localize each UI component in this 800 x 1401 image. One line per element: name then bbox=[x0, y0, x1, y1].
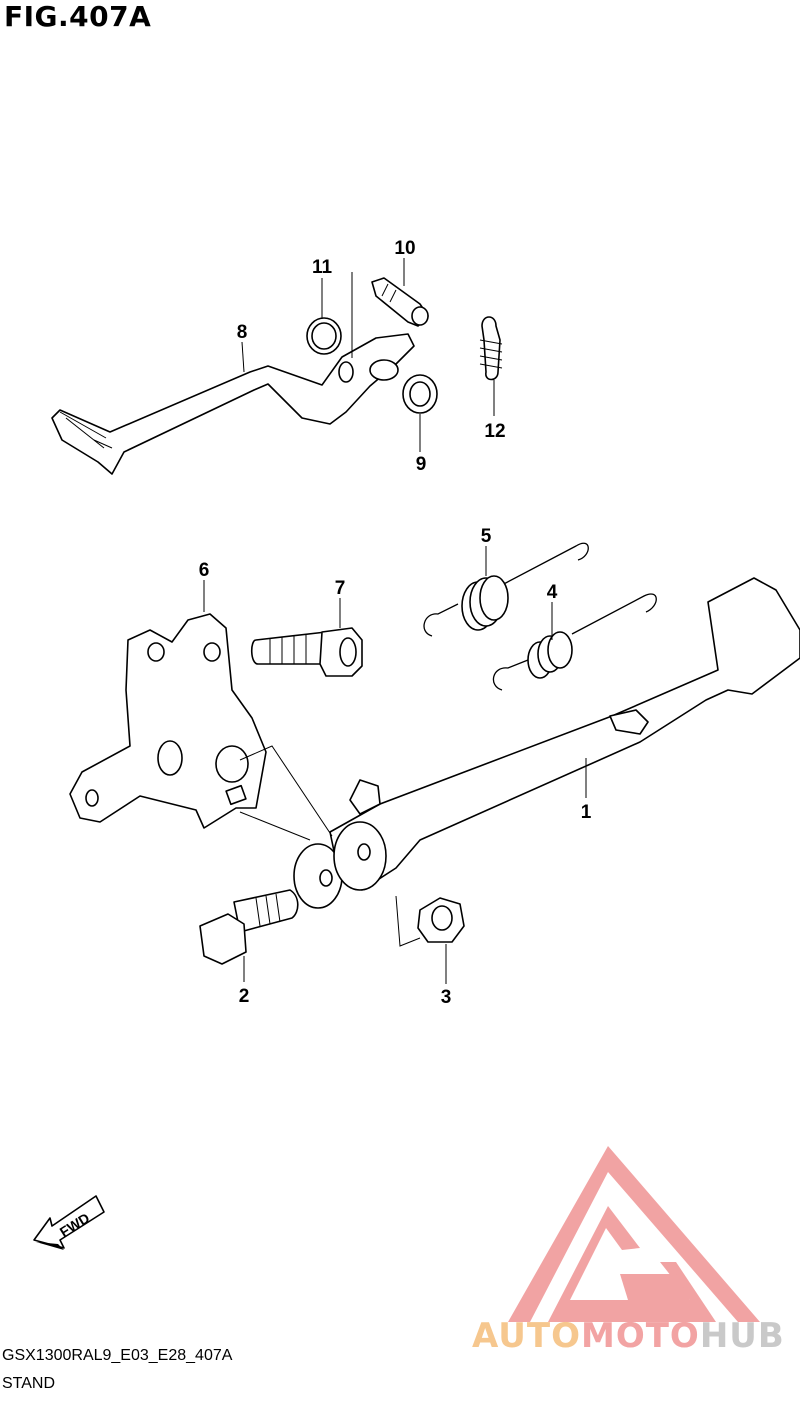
part-4-inner-spring bbox=[492, 593, 657, 691]
watermark-brand-text: AUTOMOTOHUB bbox=[472, 1316, 785, 1356]
part-7-bolt bbox=[250, 627, 363, 677]
callout-9: 9 bbox=[416, 454, 427, 475]
part-12-return-spring bbox=[479, 316, 503, 381]
part-3-nut bbox=[417, 897, 465, 943]
callout-leaders bbox=[203, 258, 587, 984]
callout-10: 10 bbox=[394, 238, 415, 259]
section-name: STAND bbox=[2, 1375, 56, 1392]
callout-5: 5 bbox=[481, 526, 492, 547]
model-code: GSX1300RAL9_E03_E28_407A bbox=[2, 1347, 233, 1364]
callout-2: 2 bbox=[239, 986, 250, 1007]
part-6-stand-bracket bbox=[69, 613, 267, 829]
assembly-lines bbox=[239, 272, 421, 947]
part-2-pivot-bolt bbox=[199, 889, 299, 965]
fwd-arrow-icon: FWD bbox=[33, 1195, 105, 1250]
callout-3: 3 bbox=[441, 987, 452, 1008]
brand-moto: MOTO bbox=[580, 1316, 700, 1356]
part-9-washer bbox=[402, 374, 438, 414]
callout-8: 8 bbox=[237, 322, 248, 343]
callout-1: 1 bbox=[581, 802, 592, 823]
automotohub-logo-icon bbox=[508, 1146, 760, 1322]
part-5-outer-spring bbox=[423, 542, 589, 637]
brand-auto: AUTO bbox=[472, 1316, 581, 1356]
callout-6: 6 bbox=[199, 560, 210, 581]
brand-hub: HUB bbox=[699, 1316, 785, 1356]
part-8-pedal-lever bbox=[51, 333, 415, 475]
callout-4: 4 bbox=[547, 582, 558, 603]
callout-12: 12 bbox=[484, 421, 505, 442]
part-1-side-stand bbox=[293, 577, 800, 909]
part-11-circlip bbox=[306, 317, 342, 355]
callout-11: 11 bbox=[312, 257, 333, 278]
figure-title: FIG.407A bbox=[4, 0, 152, 33]
callout-7: 7 bbox=[335, 578, 346, 599]
part-10-pivot-pin bbox=[371, 277, 429, 327]
